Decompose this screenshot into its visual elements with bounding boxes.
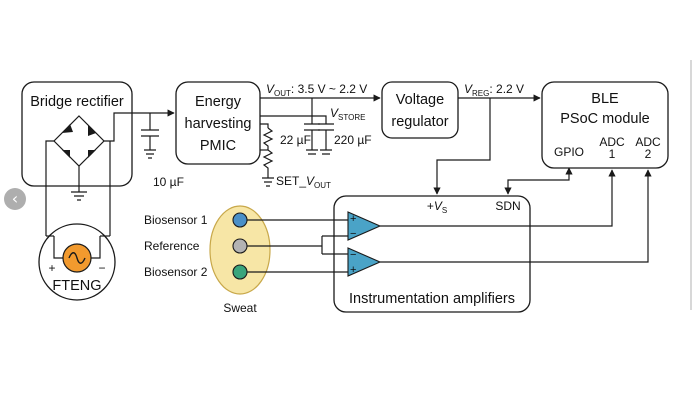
svg-text:+: + (350, 264, 356, 276)
regulator-label-line2: regulator (391, 114, 448, 130)
biosensor-2-electrode (232, 264, 248, 280)
capacitor-220uf: 220 µF (260, 115, 372, 155)
sweat-label: Sweat (223, 301, 257, 315)
capacitor-22uf-label: 22 µF (280, 133, 311, 147)
set-vout-resistor-divider: SET_VOUT (260, 123, 331, 190)
psoc-label: PSoC module (560, 111, 649, 127)
pmic-label-line3: PMIC (200, 138, 236, 154)
svg-text:−: − (350, 249, 356, 261)
bridge-rectifier-label: Bridge rectifier (30, 94, 124, 110)
svg-text:−: − (350, 228, 356, 240)
vreg-label: VREG: 2.2 V (464, 82, 524, 98)
diode-icon (62, 124, 96, 158)
sweat-patch: Sweat (209, 205, 271, 315)
fteng-label: FTENG (52, 278, 101, 294)
fteng-source: + − FTENG (38, 140, 116, 301)
capacitor-220uf-label: 220 µF (334, 133, 372, 147)
pmic-block: Energy harvesting PMIC (175, 81, 261, 165)
prev-slide-button[interactable]: ‹ (4, 188, 26, 210)
gpio-label: GPIO (554, 145, 584, 159)
reference-label: Reference (144, 239, 200, 253)
pmic-label-line1: Energy (195, 94, 242, 110)
biosensor-1-label: Biosensor 1 (144, 213, 208, 227)
source-plus-label: + (48, 261, 55, 275)
vs-label: +VS (427, 199, 447, 215)
biosensor-1-electrode (232, 212, 248, 228)
regulator-label-line1: Voltage (396, 92, 444, 108)
adc2-label-line1: ADC (635, 135, 661, 149)
ble-psoc-block: BLE PSoC module GPIO ADC 1 ADC 2 (541, 81, 669, 169)
amplifier-2-icon (347, 247, 382, 277)
ble-label: BLE (591, 91, 619, 107)
svg-text:+: + (350, 213, 356, 225)
chevron-left-icon: ‹ (11, 189, 19, 208)
ground-icon (71, 191, 87, 201)
reference-electrode (232, 238, 248, 254)
sdn-label: SDN (495, 199, 520, 213)
amps-label: Instrumentation amplifiers (349, 291, 515, 307)
source-minus-label: − (98, 261, 105, 275)
instrumentation-amplifiers-block: +VS SDN Instrumentation amplifiers + − −… (333, 195, 531, 313)
capacitor-22uf: 22 µF (280, 98, 320, 155)
set-vout-label: SET_VOUT (276, 174, 331, 190)
bridge-rectifier-block: Bridge rectifier (21, 81, 133, 201)
adc1-label-line1: ADC (599, 135, 625, 149)
adc1-label-line2: 1 (609, 147, 616, 161)
vstore-label: VSTORE (330, 106, 365, 122)
capacitor-10uf: 10 µF (141, 113, 184, 189)
capacitor-10uf-label: 10 µF (153, 175, 184, 189)
pmic-label-line2: harvesting (185, 116, 252, 132)
amplifier-1-icon (347, 211, 382, 241)
voltage-regulator-block: Voltage regulator (381, 81, 459, 139)
scroll-edge (690, 60, 692, 310)
biosensor-2-label: Biosensor 2 (144, 265, 208, 279)
adc2-label-line2: 2 (645, 147, 652, 161)
vout-label: VOUT: 3.5 V ~ 2.2 V (266, 82, 367, 98)
